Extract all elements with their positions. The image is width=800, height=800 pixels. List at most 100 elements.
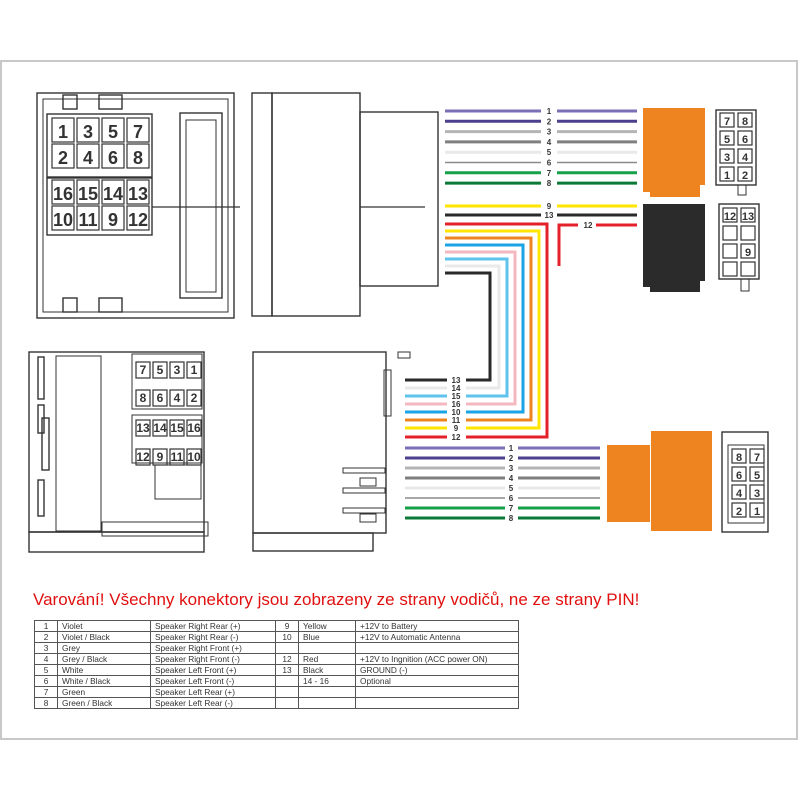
slot: [37, 479, 45, 517]
pin-cell: [722, 261, 738, 277]
pin-label: 16: [53, 184, 73, 204]
pin-cell: [737, 166, 753, 182]
table-cell: 6: [34, 675, 58, 687]
iso-connector-face: [36, 92, 235, 319]
pin-block-b-top: [131, 353, 203, 410]
iso-connector-b-inner: [55, 355, 102, 532]
table-cell: GROUND (-): [355, 664, 519, 676]
pin-label: 5: [724, 134, 730, 146]
pin-label: 2: [58, 148, 68, 168]
wire-label: 8: [509, 514, 514, 523]
wire-label: 9: [454, 424, 459, 433]
pin-cell: [126, 143, 150, 169]
side-view-b-base: [252, 532, 374, 552]
pin-cell: [101, 205, 125, 231]
table-cell: 4: [34, 653, 58, 665]
pin-label: 8: [133, 148, 143, 168]
table-cell: [355, 642, 519, 654]
pin-cell: [722, 225, 738, 241]
speaker-connector-b-body: [651, 431, 712, 531]
wire-label: 16: [452, 400, 461, 409]
pin-cell: [51, 205, 75, 231]
table-cell: 1: [34, 620, 58, 632]
wire: [445, 271, 492, 382]
table-cell: +12V to Battery: [355, 620, 519, 632]
side-view-body: [271, 92, 361, 317]
table-cell: [275, 642, 299, 654]
pin-label: 14: [153, 421, 167, 435]
wire-label: 11: [452, 416, 461, 425]
pin-label: 14: [103, 184, 123, 204]
side-view-b-body: [252, 351, 387, 534]
wire: [445, 236, 533, 422]
pin-cell: [740, 207, 756, 223]
pin-label: 8: [736, 452, 742, 464]
slot: [37, 404, 45, 434]
table-cell: [355, 686, 519, 698]
pin-cell: [749, 502, 765, 518]
speaker-plug-pinout: [715, 109, 757, 186]
wire-label: 1: [547, 107, 552, 116]
iso-slot-inner: [185, 119, 217, 293]
table-cell: +12V to Automatic Antenna: [355, 631, 519, 643]
pin-label: 10: [53, 210, 73, 230]
wire-label: 10: [452, 408, 461, 417]
pin-cell: [169, 419, 185, 437]
pin-cell: [169, 389, 185, 407]
table-cell: White / Black: [57, 675, 151, 687]
warning-text: Varování! Všechny konektory jsou zobraze…: [33, 590, 640, 609]
table-cell: Blue: [298, 631, 356, 643]
pin-label: 13: [742, 211, 754, 223]
pin-cell: [101, 143, 125, 169]
power-plug-pinout: [718, 203, 760, 280]
pin-cell: [719, 130, 735, 146]
pin-cell: [740, 225, 756, 241]
pin-cell: [186, 419, 202, 437]
pin-label: 7: [724, 116, 730, 128]
wire-label: 7: [547, 169, 552, 178]
wire-label: 5: [547, 148, 552, 157]
iso-connector-b-base: [28, 531, 205, 553]
pin-cell: [749, 448, 765, 464]
pin-label: 11: [171, 450, 184, 464]
table-cell: Green / Black: [57, 697, 151, 709]
pin-label: 2: [191, 391, 198, 405]
iso-connector-b-frame: [28, 351, 205, 533]
side-tab-hole: [359, 477, 377, 487]
plug-tab: [737, 184, 747, 196]
side-tab-hole: [359, 513, 377, 523]
speaker-plug-b-pinout: [721, 431, 769, 533]
pin-label: 16: [187, 421, 201, 435]
pin-label: 8: [742, 116, 748, 128]
side-tab: [342, 507, 386, 514]
pin-label: 4: [742, 152, 749, 164]
wire: [445, 229, 541, 430]
wire-label: 13: [452, 376, 461, 385]
pin-cell: [76, 205, 100, 231]
table-cell: [275, 675, 299, 687]
wire-label: 12: [452, 433, 461, 442]
pin-cell: [51, 179, 75, 205]
pin-label: 9: [157, 450, 164, 464]
wire-label: 1: [509, 444, 514, 453]
slot: [37, 356, 45, 400]
pin-label: 4: [736, 488, 743, 500]
pin-cell: [169, 361, 185, 379]
iso-slot: [179, 112, 223, 299]
latch: [62, 94, 78, 110]
pin-label: 3: [83, 122, 93, 142]
pin-cell: [749, 466, 765, 482]
table-cell: 13: [275, 664, 299, 676]
table-cell: [355, 697, 519, 709]
pin-label: 12: [128, 210, 148, 230]
wire: [445, 250, 517, 406]
frame: [0, 60, 798, 740]
wire-label: 2: [509, 454, 514, 463]
wire-label: 14: [452, 384, 461, 393]
pin-label: 13: [128, 184, 148, 204]
